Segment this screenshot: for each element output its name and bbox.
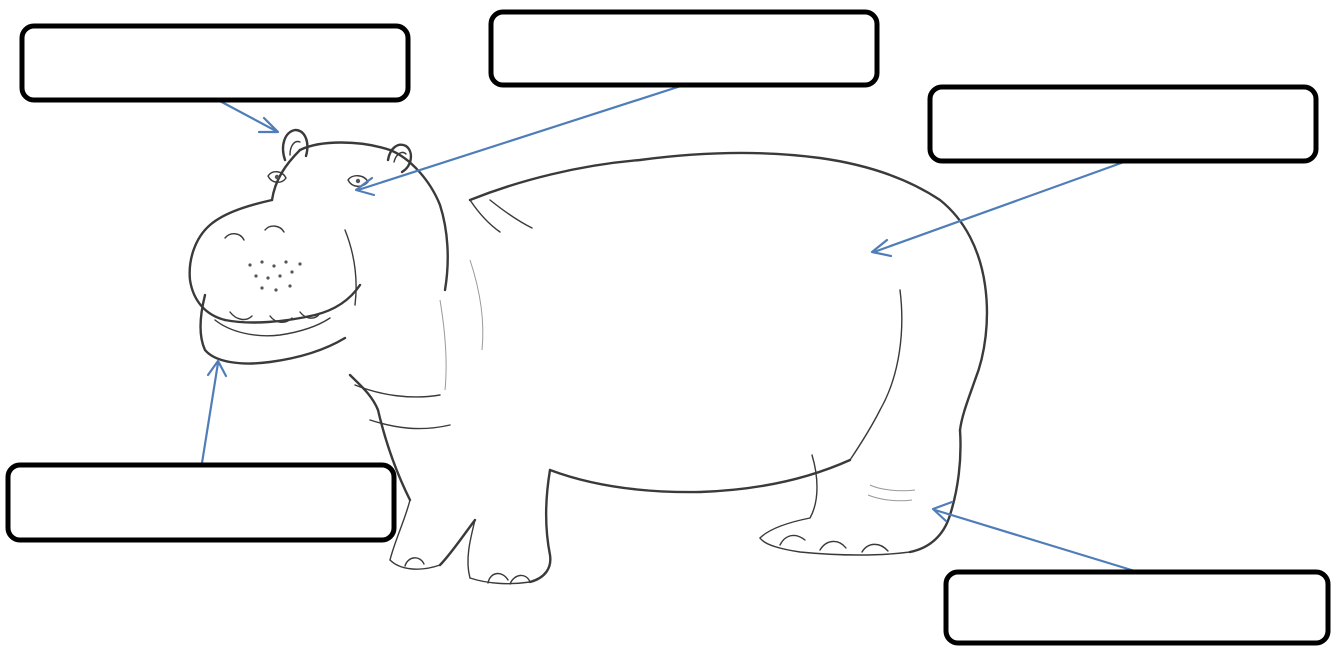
body-pointer-arrow — [870, 160, 1125, 258]
label-box-ear[interactable] — [19, 23, 411, 103]
label-box-body[interactable] — [927, 84, 1319, 164]
label-box-mouth[interactable] — [5, 462, 397, 543]
mouth-pointer-arrow — [200, 359, 228, 464]
label-box-eye[interactable] — [488, 9, 880, 88]
hippo-illustration — [188, 128, 989, 585]
pointer-arrows — [200, 83, 1139, 574]
ear-pointer-arrow — [217, 99, 280, 134]
foot-pointer-arrow — [931, 500, 1139, 574]
label-box-foot[interactable] — [943, 569, 1331, 646]
eye-pointer-arrow — [354, 83, 685, 197]
